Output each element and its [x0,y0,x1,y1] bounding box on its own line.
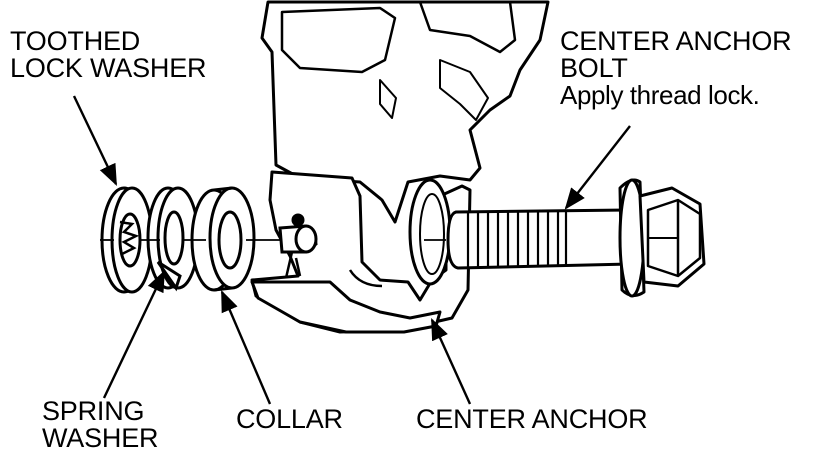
label-spring-line-1: SPRING [42,396,145,426]
label-center-anchor: CENTER ANCHOR [416,404,648,434]
leader-lines [72,95,631,405]
label-spring-line-2: WASHER [42,423,159,453]
label-collar: COLLAR [236,406,343,433]
center-anchor-bolt [446,178,706,298]
label-center-anchor-text: CENTER ANCHOR [416,404,648,434]
label-toothed-lock-washer: TOOTHED LOCK WASHER [10,26,207,83]
leader-center-anchor-bolt [564,125,631,210]
collar [190,186,256,292]
leader-spring-washer [102,270,166,399]
spring-washer [146,186,200,292]
anchor-pin [278,213,318,254]
knuckle-body [250,0,550,334]
label-toothed-line-1: TOOTHED [10,26,141,56]
label-spring-washer: SPRING WASHER [42,396,159,453]
leader-collar [220,290,272,405]
leader-toothed-lock-washer [72,95,118,186]
label-center-anchor-bolt: CENTER ANCHOR BOLT Apply thread lock. [560,26,792,110]
label-bolt-line-1: CENTER ANCHOR [560,26,792,56]
label-collar-text: COLLAR [236,404,343,434]
label-apply-thread-lock: Apply thread lock. [560,80,760,110]
label-bolt-line-2: BOLT [560,53,628,83]
leader-center-anchor [430,318,472,405]
label-toothed-line-2: LOCK WASHER [10,53,207,83]
